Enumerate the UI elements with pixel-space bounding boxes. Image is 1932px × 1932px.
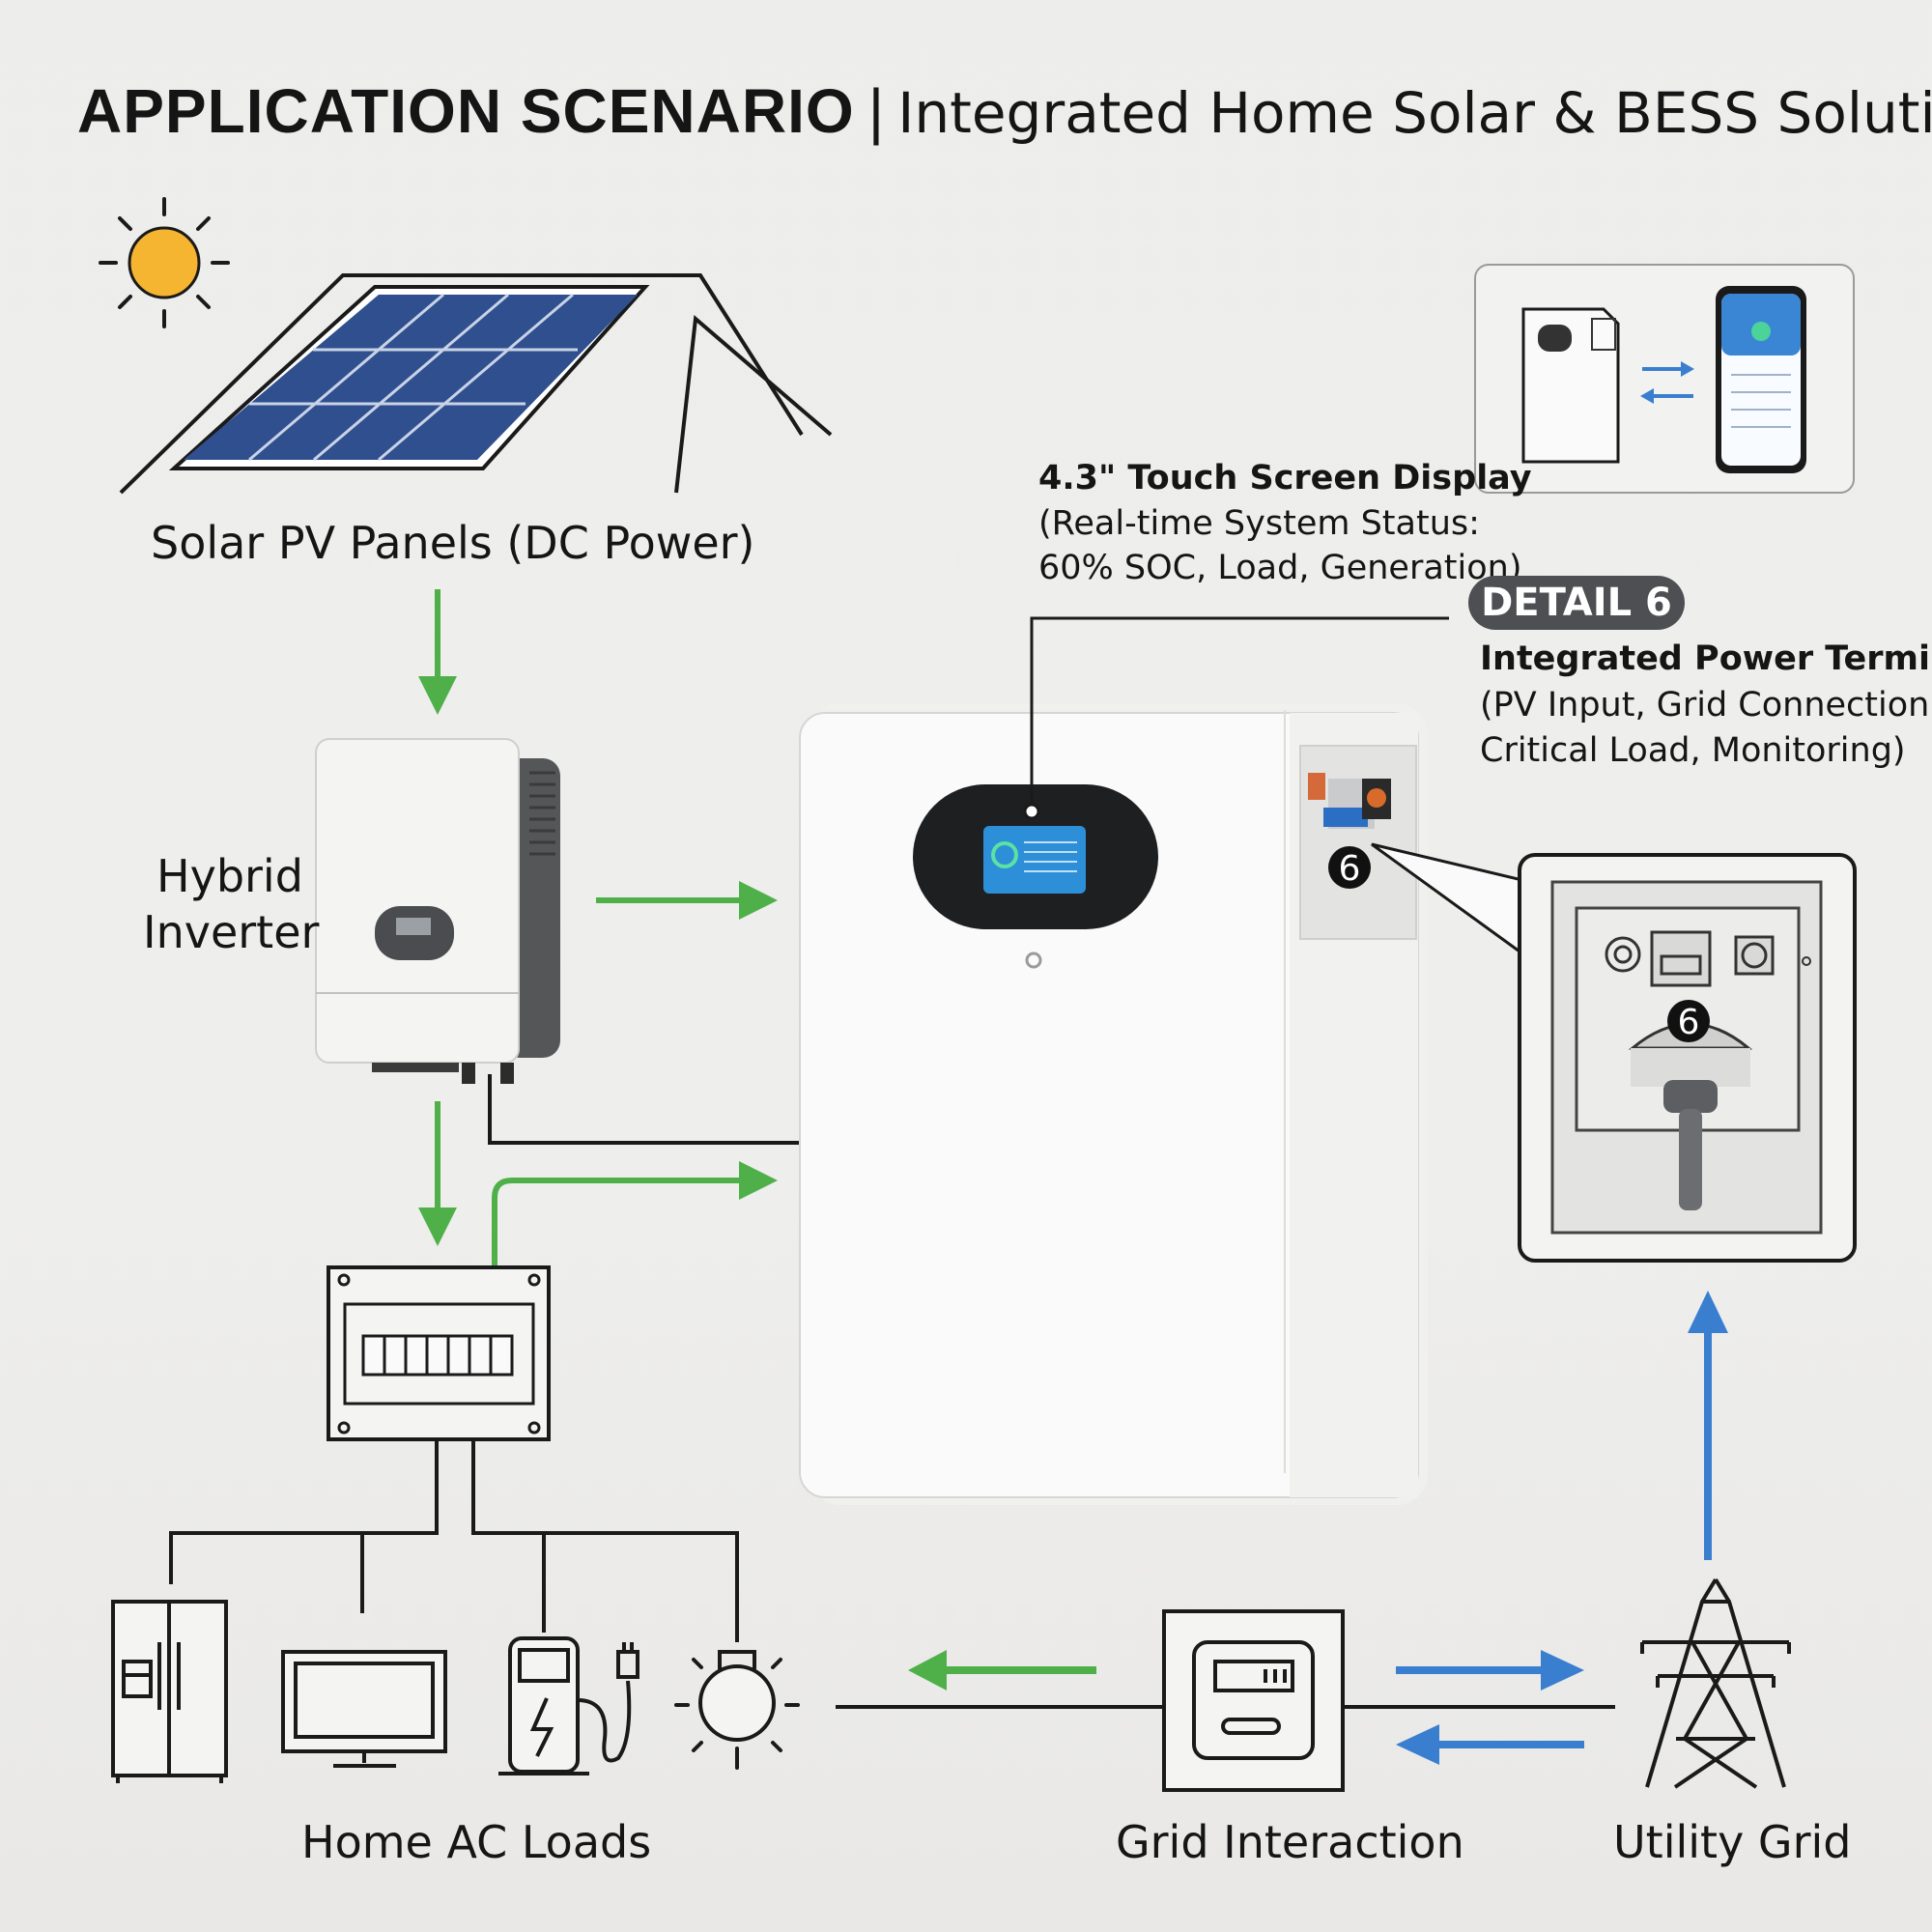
dc-cable (488, 1074, 802, 1145)
display-callout-line1: (Real-time System Status: (1038, 504, 1480, 543)
battery-unit-icon: 6 (799, 703, 1428, 1505)
transmission-tower-icon (1640, 1577, 1791, 1789)
breaker-panel-icon (327, 1265, 551, 1441)
terminals-callout-title: Integrated Power Terminals (1480, 639, 1932, 678)
flow-arrow-inverter-to-breaker (418, 1101, 457, 1246)
inverter-icon (315, 738, 560, 1084)
display-callout-line2: 60% SOC, Load, Generation) (1038, 549, 1522, 587)
light-bulb-icon (674, 1650, 800, 1770)
detail-badge: DETAIL 6 (1468, 576, 1685, 630)
title-subtitle: Integrated Home Solar & BESS Solution (897, 80, 1932, 146)
inverter-label-line2: Inverter (143, 906, 320, 958)
terminal-detail-panel: 6 (1518, 853, 1857, 1263)
display-callout-line (1030, 616, 1449, 805)
flow-arrow-breaker-to-battery (492, 1161, 778, 1265)
solar-panels-label: Solar PV Panels (DC Power) (151, 517, 755, 569)
ev-charger-icon (498, 1636, 639, 1776)
display-callout-title: 4.3" Touch Screen Display (1038, 459, 1532, 497)
detail-marker-unit: 6 (1339, 849, 1361, 889)
home-loads-label: Home AC Loads (301, 1816, 652, 1868)
inverter-label-line1: Hybrid (156, 850, 303, 902)
flow-arrow-inverter-to-battery (596, 881, 778, 920)
title-main: APPLICATION SCENARIO (77, 76, 855, 146)
terminals-callout-line2: Critical Load, Monitoring) (1480, 731, 1906, 770)
load-wiring (169, 1439, 739, 1642)
grid-interaction-label: Grid Interaction (1116, 1816, 1464, 1868)
flow-arrow-export (1396, 1650, 1584, 1690)
phone-app-icon (1474, 264, 1855, 494)
page-title: APPLICATION SCENARIO|Integrated Home Sol… (77, 75, 1932, 147)
solar-panel-icon (119, 273, 833, 495)
sun-icon (99, 197, 230, 328)
flow-arrow-import (1396, 1724, 1584, 1765)
tv-icon (281, 1650, 447, 1768)
meter-icon (1162, 1609, 1345, 1792)
flow-arrow-grid-to-terminals (1688, 1291, 1728, 1560)
flow-arrow-solar-to-inverter (418, 589, 457, 715)
fridge-icon (111, 1600, 228, 1783)
terminals-callout-line1: (PV Input, Grid Connection, (1480, 686, 1932, 724)
title-separator: | (867, 76, 885, 146)
flow-arrow-grid-to-loads (908, 1650, 1096, 1690)
utility-grid-label: Utility Grid (1613, 1816, 1852, 1868)
detail-marker-panel: 6 (1678, 1003, 1700, 1042)
